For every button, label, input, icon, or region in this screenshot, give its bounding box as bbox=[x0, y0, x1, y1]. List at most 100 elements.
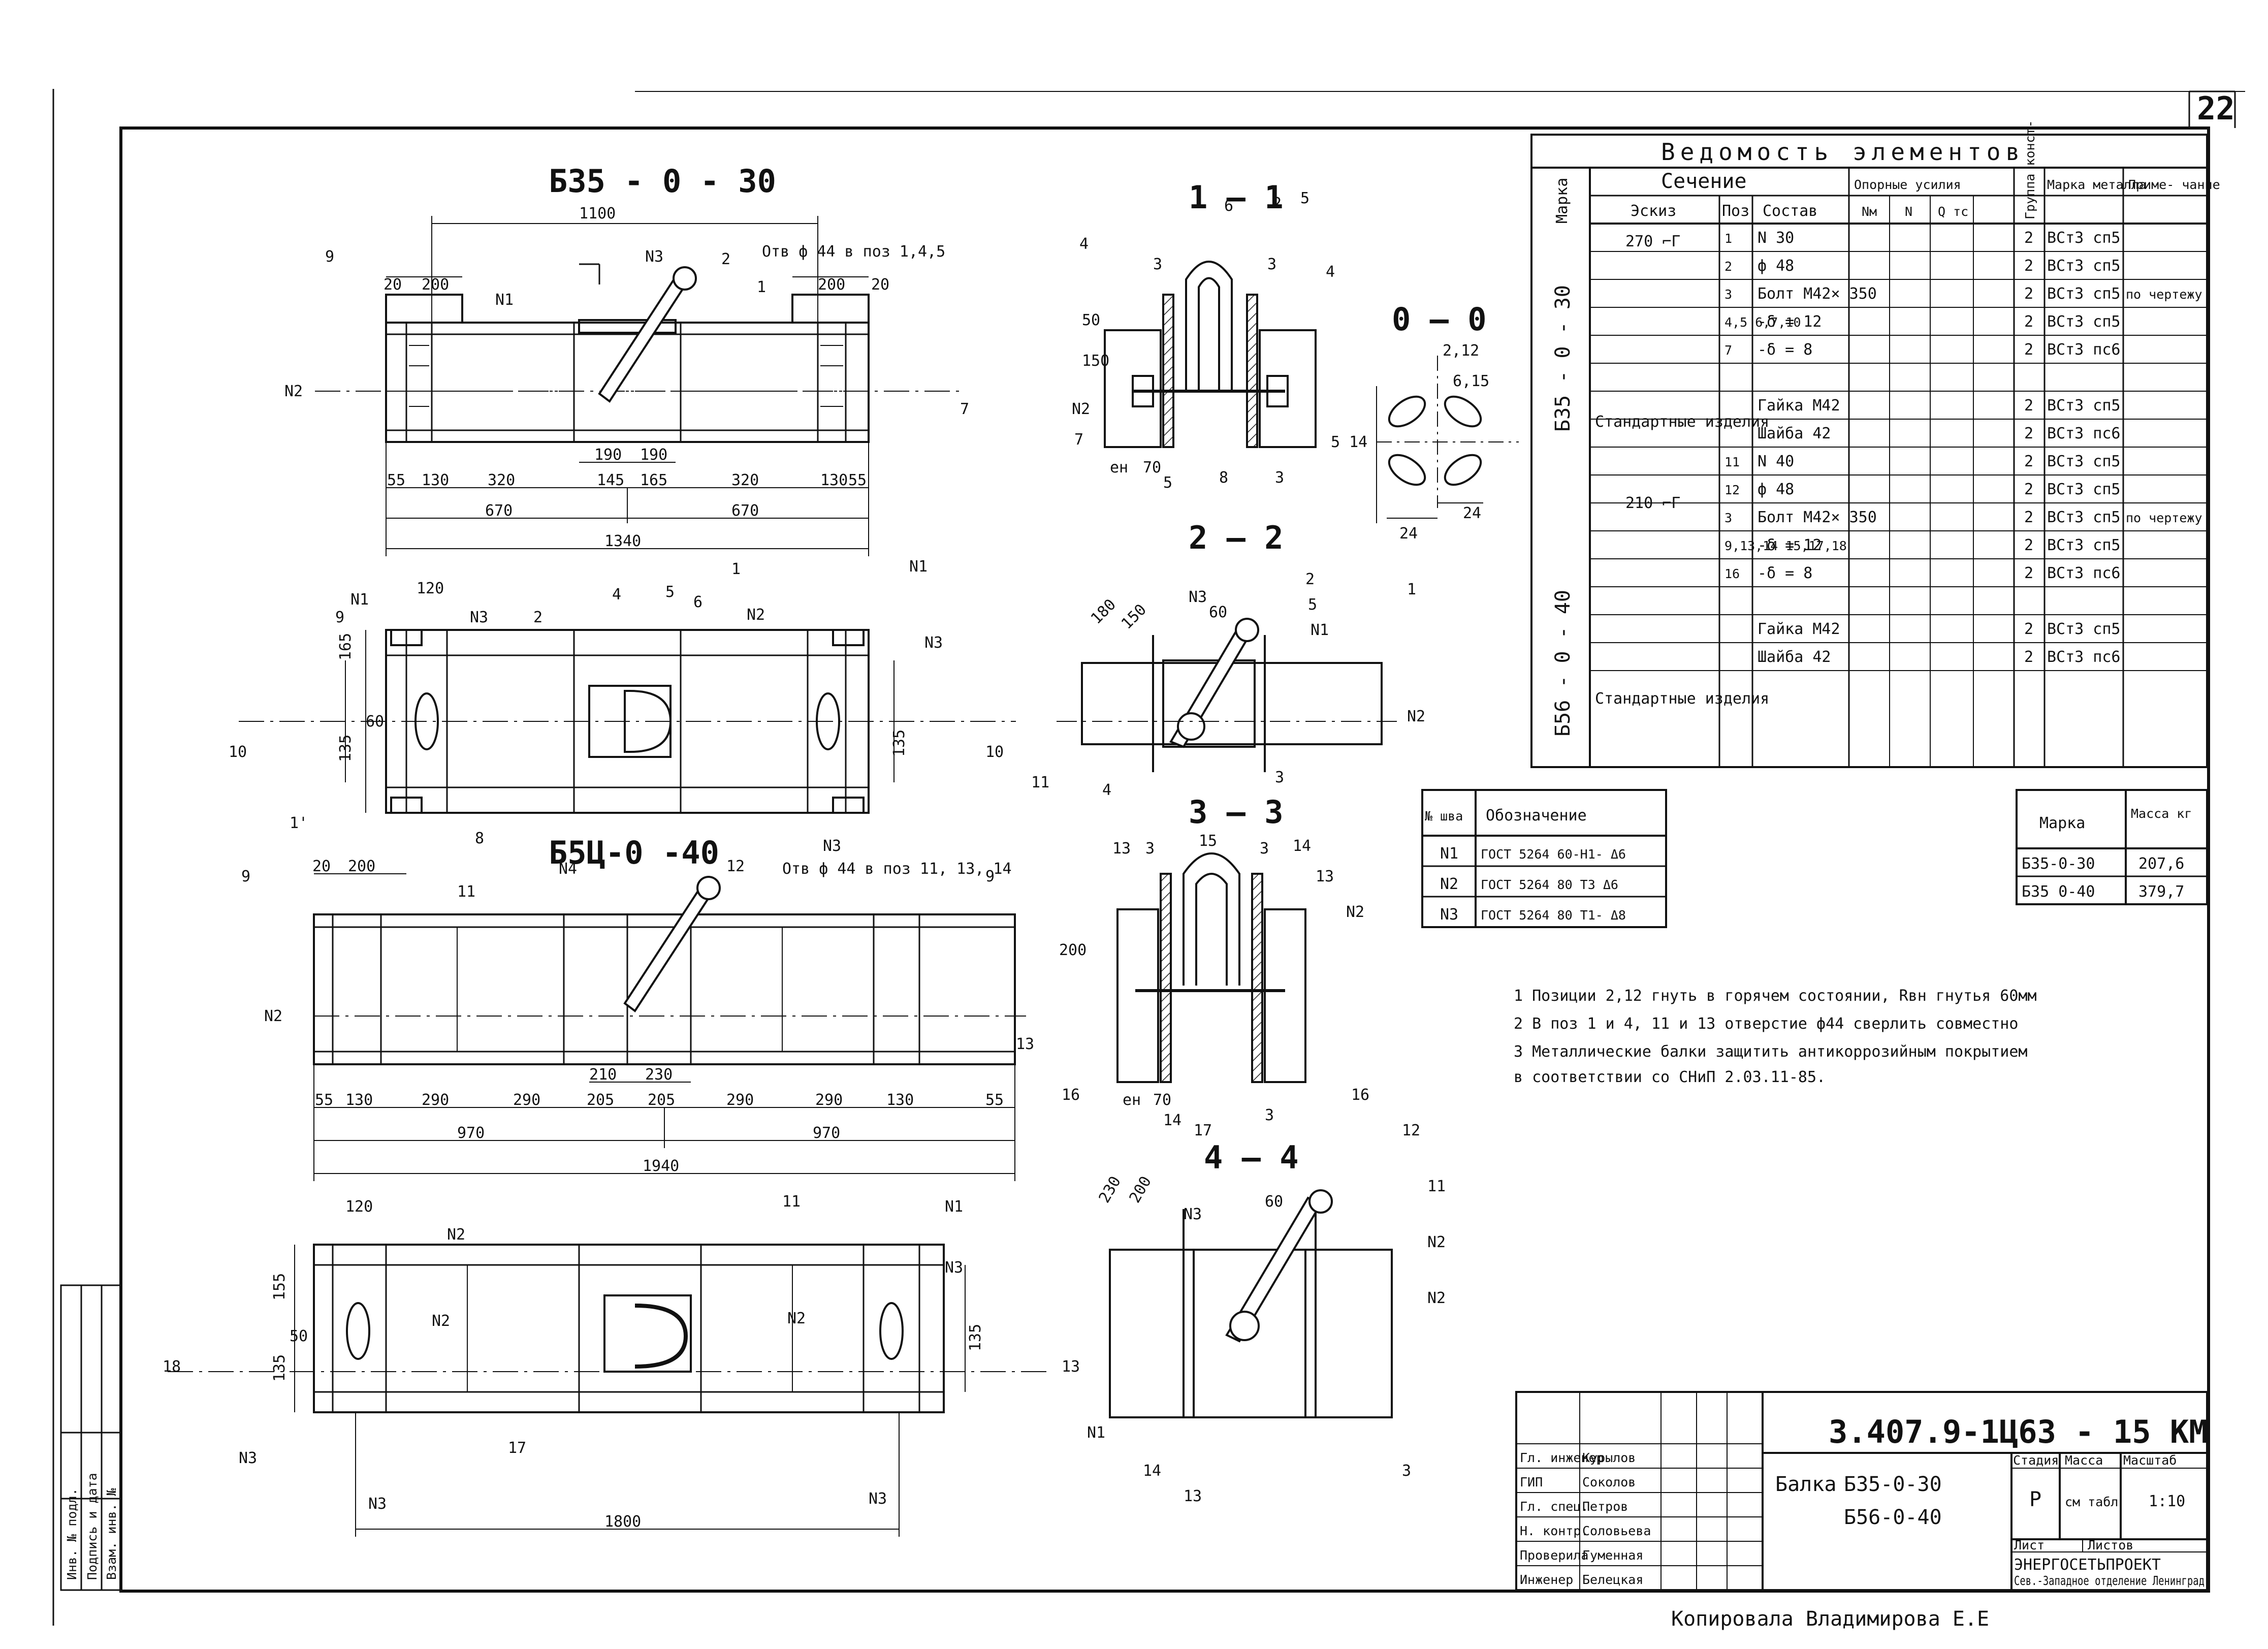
pos-label: 5 bbox=[1300, 189, 1309, 207]
title-block-text: 3.407.9-1Ц63 - 15 КМ Балка Б35-0-30 Б56-… bbox=[1520, 1413, 2208, 1588]
pos-label: 4 bbox=[1326, 263, 1335, 281]
table-cell-poz: 3 bbox=[1724, 287, 1732, 302]
pos-label: N2 bbox=[284, 383, 303, 400]
pos-label: 16 bbox=[1062, 1086, 1080, 1104]
section-1-1-title: 1 — 1 bbox=[1189, 179, 1284, 216]
list-header: Лист bbox=[2014, 1538, 2045, 1552]
table-cell-metal: ВСт3 пс6 bbox=[2047, 564, 2121, 582]
table-cell-prim: по чертежу bbox=[2126, 287, 2202, 302]
pos-label: N2 bbox=[432, 1312, 450, 1330]
table-cell-poz: 3 bbox=[1724, 511, 1732, 525]
dim: 200 bbox=[1059, 941, 1087, 959]
masshtab-header: Масштаб bbox=[2123, 1453, 2177, 1468]
table-cell-sostav: Шайба 42 bbox=[1758, 425, 1831, 442]
dim: 24 bbox=[1463, 504, 1481, 522]
dim: 200 bbox=[348, 858, 375, 875]
mass-header-marka: Марка bbox=[2039, 814, 2085, 832]
dim: 205 bbox=[648, 1091, 675, 1109]
table-cell-metal: ВСт3 сп5 bbox=[2047, 481, 2121, 498]
dim: 200 bbox=[818, 276, 845, 294]
title-role: ГИП bbox=[1520, 1475, 1543, 1489]
dim: 320 bbox=[731, 471, 759, 489]
pos-label: 8 bbox=[1219, 469, 1228, 487]
dim: 55 bbox=[315, 1091, 333, 1109]
table-cell-poz: 16 bbox=[1724, 566, 1740, 581]
dim: 1940 bbox=[643, 1157, 679, 1175]
dim: 130 bbox=[820, 471, 848, 489]
pos-label: 14 bbox=[1293, 837, 1311, 855]
pos-label: N3 bbox=[1189, 588, 1207, 606]
dim: 290 bbox=[422, 1091, 449, 1109]
mass-value: 379,7 bbox=[2138, 883, 2184, 901]
table-cell-gr: 2 bbox=[2024, 481, 2033, 498]
table-cell-poz: 11 bbox=[1724, 455, 1740, 469]
dim: 20 bbox=[384, 276, 402, 294]
section-3-3 bbox=[1116, 852, 1306, 1083]
pos-label: 5 bbox=[1308, 596, 1317, 614]
table-cell-sostav: ф 48 bbox=[1758, 481, 1794, 498]
dim: 205 bbox=[587, 1091, 614, 1109]
pos-label: 4 bbox=[1079, 235, 1089, 253]
pos-label: 17 bbox=[1194, 1122, 1212, 1139]
pos-label: 17 bbox=[508, 1439, 526, 1457]
doc-code: 3.407.9-1Ц63 - 15 КМ bbox=[1829, 1413, 2208, 1450]
pos-label: 4 bbox=[1102, 781, 1111, 799]
dim: 50 bbox=[290, 1327, 308, 1345]
pos-label: N3 bbox=[823, 837, 841, 855]
org-sub: Сев.-Западное отделение Ленинград bbox=[2014, 1573, 2205, 1588]
stadia-header: Стадия bbox=[2013, 1453, 2059, 1468]
dim: 970 bbox=[457, 1124, 485, 1142]
weld-header-desc: Обозначение bbox=[1486, 807, 1587, 824]
pos-label: N2 bbox=[1407, 708, 1425, 725]
col-opor: Опорные усилия bbox=[1854, 177, 1961, 192]
table-cell-gr: 2 bbox=[2024, 620, 2033, 638]
beam1-title: Б35 - 0 - 30 bbox=[549, 163, 776, 200]
pos-label: 13 bbox=[1062, 1358, 1080, 1376]
pos-label: 6 bbox=[693, 593, 702, 611]
dim: 120 bbox=[345, 1198, 373, 1216]
pos-label: 3 bbox=[1145, 840, 1155, 858]
pos-label: 13 bbox=[1112, 840, 1131, 858]
dim: 135 bbox=[337, 735, 355, 762]
col-prim: Приме- чание bbox=[2128, 177, 2220, 192]
pos-label: 15 bbox=[1199, 832, 1217, 850]
table-cell-gr: 2 bbox=[2024, 564, 2033, 582]
pos-label: 11 bbox=[1031, 774, 1049, 791]
vedomost-row-lines bbox=[1590, 251, 2207, 671]
title-role: Н. контр. bbox=[1520, 1524, 1588, 1538]
dim: 155 bbox=[271, 1273, 289, 1301]
pos-label: 4 bbox=[612, 586, 621, 604]
dim: 230 bbox=[645, 1066, 673, 1084]
weld-no: N1 bbox=[1440, 845, 1458, 863]
title-block bbox=[1515, 1391, 2208, 1591]
pos-label: 2 bbox=[1272, 195, 1282, 212]
pos-label: 1' bbox=[290, 814, 308, 832]
table-cell-metal: ВСт3 сп5 bbox=[2047, 313, 2121, 331]
dim: 70 bbox=[1153, 1091, 1171, 1109]
table-cell-poz: 12 bbox=[1724, 483, 1740, 497]
standard-1: Стандартные изделия bbox=[1595, 413, 1769, 431]
dim: 210 bbox=[589, 1066, 617, 1084]
beam2-plan-labels: 120 155 50 135 135 1800 11 N1 N3 N2 N2 N… bbox=[163, 1193, 1080, 1531]
title-person: Соловьева bbox=[1582, 1524, 1651, 1538]
table-cell-sostav: Шайба 42 bbox=[1758, 648, 1831, 666]
pos-label: 3 bbox=[1265, 1106, 1274, 1124]
beam1-plan bbox=[239, 629, 1016, 814]
dim: ен bbox=[1110, 459, 1128, 477]
table-cell-sostav: N 30 bbox=[1758, 229, 1794, 247]
table-cell-gr: 2 bbox=[2024, 257, 2033, 275]
vedomost-title: Ведомость элементов bbox=[1661, 138, 2025, 166]
table-cell-sostav: Гайка М42 bbox=[1758, 620, 1840, 638]
col-sostav: Состав bbox=[1763, 202, 1817, 220]
table-cell-sostav: N 40 bbox=[1758, 453, 1794, 470]
pos-label: N3 bbox=[945, 1259, 963, 1277]
dim: 130 bbox=[422, 471, 449, 489]
pos-label: 6 bbox=[1224, 197, 1233, 215]
weld-desc: ГОСТ 5264 80 Т1- Δ8 bbox=[1481, 908, 1626, 923]
table-cell-metal: ВСт3 сп5 bbox=[2047, 620, 2121, 638]
pos-label: 2 bbox=[1305, 570, 1315, 588]
hole-note: Отв ф 44 в поз 1,4,5 bbox=[762, 243, 945, 261]
standard-2: Стандартные изделия bbox=[1595, 690, 1769, 708]
dim: 1340 bbox=[604, 532, 641, 550]
